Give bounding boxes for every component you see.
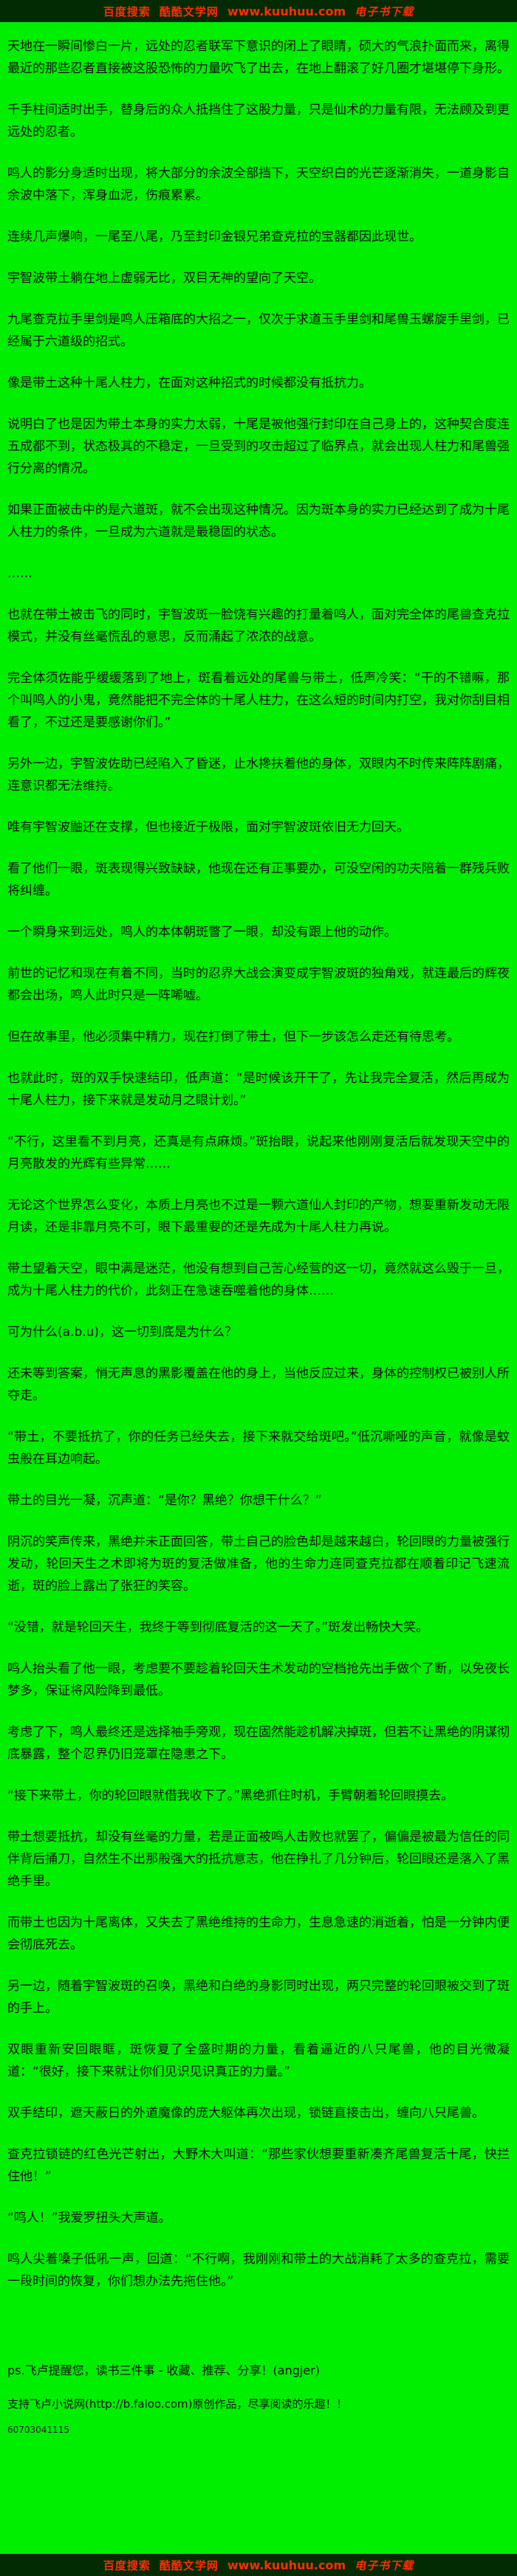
- paragraph: 前世的记忆和现在有着不同，当时的忍界大战会演变成宇智波斑的独角戏，就连最后的辉夜…: [7, 966, 510, 1003]
- bottom-spacer: [0, 2451, 517, 2554]
- paragraph: 说明白了也是因为带土本身的实力太弱，十尾是被他强行封印在自己身上的，这种契合度连…: [7, 417, 510, 476]
- paragraph: 九尾查克拉手里剑是鸣人压箱底的大招之一，仅次于求道玉手里剑和尾兽玉螺旋手里剑，已…: [7, 312, 510, 349]
- paragraph: 鸣人抬头看了他一眼，考虑要不要趁着轮回天生术发动的空档抢先出手做个了断，以免夜长…: [7, 1661, 510, 1698]
- banner-prefix-label: 百度搜索: [103, 4, 151, 18]
- paragraph: 看了他们一眼，斑表现得兴致缺缺，他现在还有正事要办，可没空闲的功夫陪着一群残兵败…: [7, 861, 510, 898]
- paragraph: 连续几声爆响，一尾至八尾，乃至封印金银兄弟查克拉的宝器都因此现世。: [7, 230, 422, 244]
- banner-top: 百度搜索 酷酷文学网 www.kuuhuu.com 电子书下载: [0, 0, 517, 22]
- banner-prefix-label: 百度搜索: [103, 2558, 151, 2572]
- paragraph: 鸣人的影分身适时出现，将大部分的余波全部挡下，天空织白的光芒逐渐消失，一道身影自…: [7, 166, 510, 203]
- paragraph: 宇智波带土躺在地上虚弱无比，双目无神的望向了天空。: [7, 271, 321, 286]
- paragraph: 也就在带土被击飞的同时，宇智波斑一脸饶有兴趣的打量着鸣人，面对完全体的尾兽查克拉…: [7, 607, 510, 644]
- banner-suffix-label: 电子书下载: [355, 4, 414, 18]
- support-suffix: )原创作品，尽享阅读的乐趣！！: [188, 2397, 348, 2411]
- paragraph: 查克拉锁链的红色光芒射出，大野木大叫道：“那些家伙想要重新凑齐尾兽复活十尾，快拦…: [7, 2147, 510, 2184]
- site-url-link[interactable]: www.kuuhuu.com: [227, 4, 346, 18]
- paragraph: 可为什么(a.b.u)，这一切到底是为什么？: [7, 1325, 238, 1340]
- support-prefix: 支持飞卢小说网(: [7, 2397, 89, 2411]
- paragraph: 也就此时，斑的双手快速结印，低声道：“是时候该开干了，先让我完全复活，然后再成为…: [7, 1071, 510, 1108]
- paragraph: 另外一边，宇智波佐助已经陷入了昏迷，止水搀扶着他的身体，双眼内不时传来阵阵剧痛，…: [7, 757, 510, 793]
- paragraph: “接下来带土，你的轮回眼就借我收下了。”黑绝抓住时机，手臂朝着轮回眼摸去。: [7, 1788, 454, 1803]
- site-name-label: 酷酷文学网: [159, 4, 219, 18]
- paragraph: “没错，就是轮回天生，我终于等到彻底复活的这一天了。”斑发出畅快大笑。: [7, 1620, 429, 1635]
- paragraph: ……: [7, 566, 32, 581]
- paragraph: 阴沉的笑声传来，黑绝并未正面回答，带土自己的脸色却是越来越白，轮回眼的力量被强行…: [7, 1535, 510, 1594]
- paragraph: 唯有宇智波鼬还在支撑，但也接近于极限，面对宇智波斑依旧无力回天。: [7, 820, 409, 835]
- banner-suffix-label: 电子书下载: [355, 2558, 414, 2572]
- paragraph: 带土的目光一凝，沉声道：“是你？黑绝？你想干什么？”: [7, 1493, 322, 1508]
- site-url-link[interactable]: www.kuuhuu.com: [227, 2558, 346, 2572]
- paragraph: 而带土也因为十尾离体，又失去了黑绝维持的生命力，生息急速的消逝着，怕是一分钟内便…: [7, 1915, 510, 1952]
- paragraph: 像是带土这种十尾人柱力，在面对这种招式的时候都没有抵抗力。: [7, 376, 372, 390]
- paragraph: 鸣人尖着嗓子低吼一声，回道：“不行啊，我刚刚和带土的大战消耗了太多的查克拉，需要…: [7, 2252, 510, 2289]
- document-code: 60703041115: [7, 2425, 69, 2435]
- paragraph: “带土，不要抵抗了，你的任务已经失去，接下来就交给斑吧。”低沉嘶哑的声音，就像是…: [7, 1430, 510, 1467]
- paragraph: 完全体须佐能乎缓缓落到了地上，斑看着远处的尾兽与带土，低声冷笑：“干的不错嘛，那…: [7, 671, 510, 730]
- paragraph: 另一边，随着宇智波斑的召唤，黑绝和白绝的身影同时出现，两只完整的轮回眼被交到了斑…: [7, 1979, 510, 2016]
- paragraph: 双眼重新安回眼眶，斑恢复了全盛时期的力量，看着逼近的八只尾兽，他的目光微凝道：“…: [7, 2042, 510, 2079]
- paragraph: 双手结印，遮天蔽日的外道魔像的庞大躯体再次出现，锁链直接击出，缠向八只尾兽。: [7, 2106, 485, 2121]
- paragraph: 千手柱间适时出手，替身后的众人抵挡住了这股力量，只是仙术的力量有限，无法顾及到更…: [7, 103, 510, 140]
- paragraph: 天地在一瞬间惨白一片，远处的忍者联军下意识的闭上了眼睛，硕大的气浪扑面而来，离得…: [7, 39, 510, 76]
- paragraph: 带土望着天空，眼中满是迷茫，他没有想到自己苦心经营的这一切，竟然就这么毁于一旦，…: [7, 1261, 510, 1298]
- paragraph: 一个瞬身来到远处，鸣人的本体朝斑瞥了一眼，却没有跟上他的动作。: [7, 925, 397, 940]
- paragraph: 但在故事里，他必须集中精力，现在打倒了带土，但下一步该怎么走还有待思考。: [7, 1030, 459, 1044]
- faloo-reminder-line: ps.飞卢提醒您，读书三件事 - 收藏、推荐、分享！(angjer): [7, 2363, 320, 2377]
- paragraph: “鸣人！”我爱罗扭头大声道。: [7, 2211, 171, 2225]
- paragraph: 还未等到答案，悄无声息的黑影覆盖在他的身上，当他反应过来，身体的控制权已被别人所…: [7, 1366, 510, 1403]
- faloo-url-link[interactable]: http://b.faloo.com: [89, 2397, 188, 2411]
- paragraph: 如果正面被击中的是六道斑，就不会出现这种情况。因为斑本身的实力已经达到了成为十尾…: [7, 503, 510, 540]
- banner-bottom: 百度搜索 酷酷文学网 www.kuuhuu.com 电子书下载: [0, 2554, 517, 2576]
- paragraph: 带土想要抵抗，却没有丝毫的力量，若是正面被鸣人击败也就罢了，偏偏是被最为信任的同…: [7, 1830, 510, 1889]
- paragraph: 考虑了下，鸣人最终还是选择袖手旁观，现在固然能趁机解决掉斑，但若不让黑绝的阴谋彻…: [7, 1725, 510, 1762]
- paragraph: 无论这个世界怎么变化，本质上月亮也不过是一颗六道仙人封印的产物，想要重新发动无限…: [7, 1198, 510, 1235]
- footer: ps.飞卢提醒您，读书三件事 - 收藏、推荐、分享！(angjer) 支持飞卢小…: [0, 2358, 517, 2451]
- site-name-label: 酷酷文学网: [159, 2558, 219, 2572]
- chapter-text: 天地在一瞬间惨白一片，远处的忍者联军下意识的闭上了眼睛，硕大的气浪扑面而来，离得…: [0, 22, 517, 2358]
- faloo-support-line: 支持飞卢小说网(http://b.faloo.com)原创作品，尽享阅读的乐趣！…: [7, 2394, 510, 2414]
- paragraph: “不行，这里看不到月亮，还真是有点麻烦。”斑抬眼，说起来他刚刚复活后就发现天空中…: [7, 1134, 510, 1171]
